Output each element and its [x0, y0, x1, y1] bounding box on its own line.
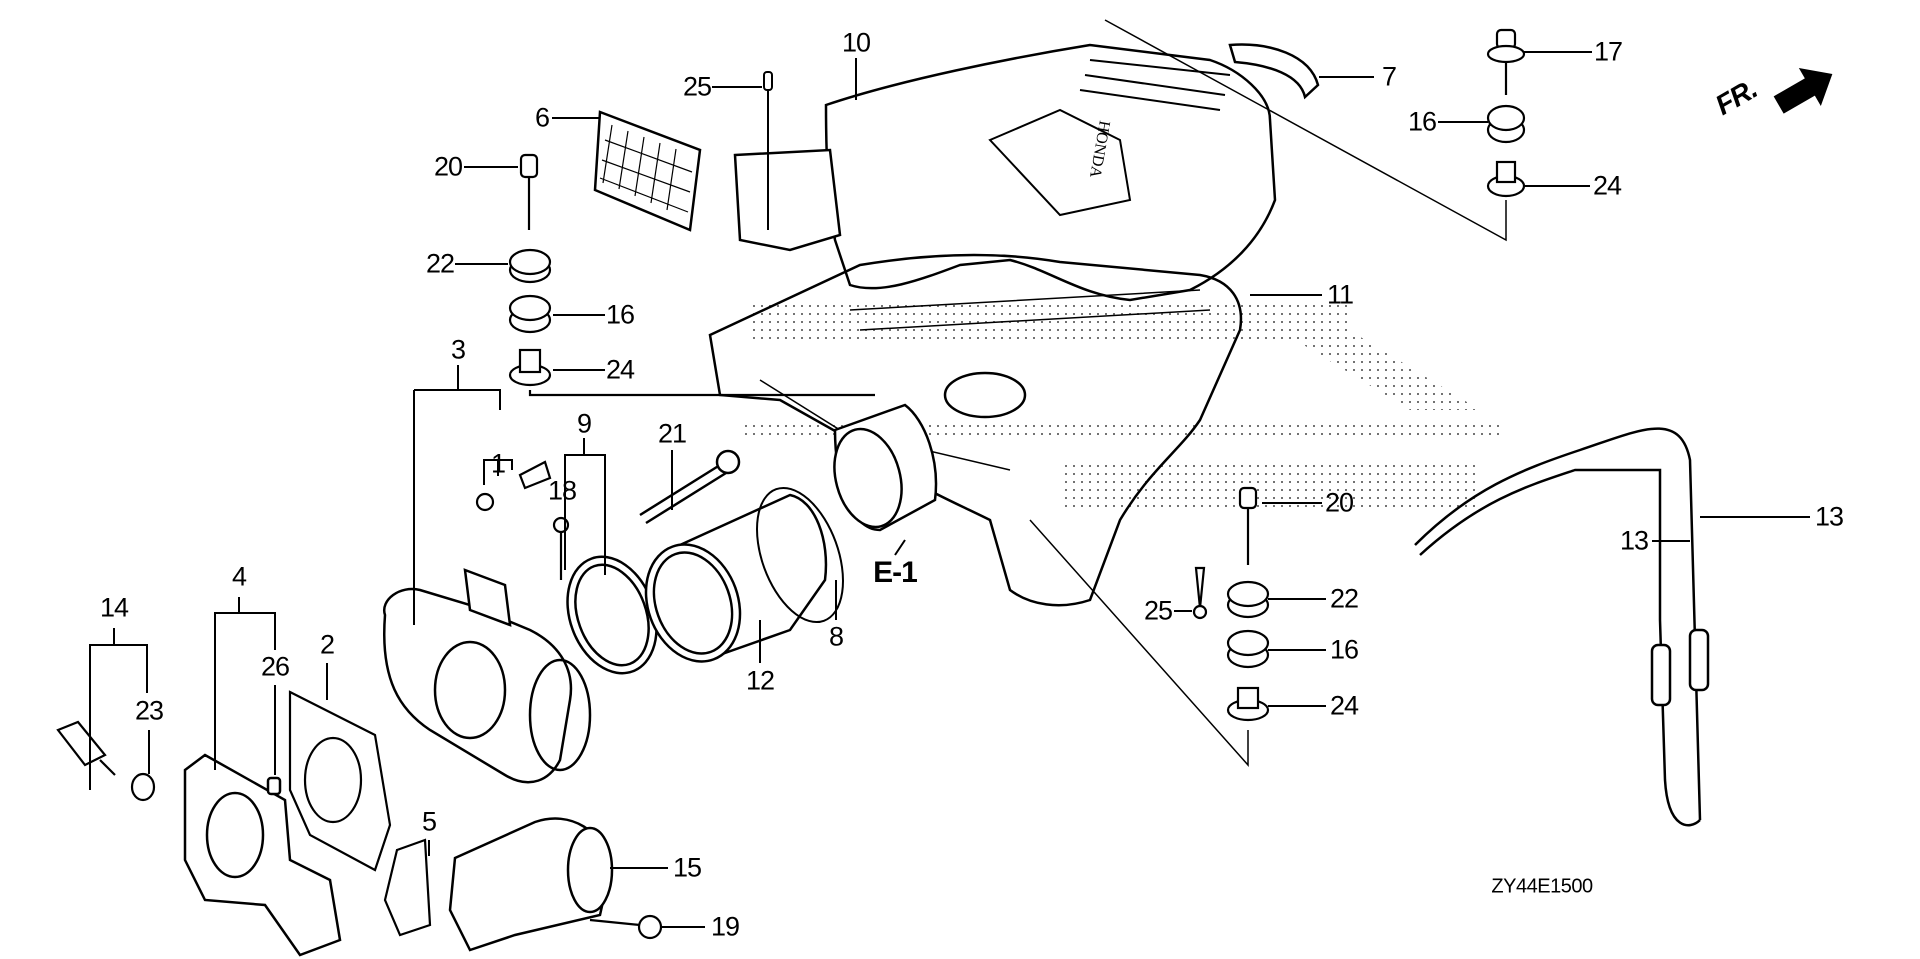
- callout-20-left[interactable]: 20: [433, 151, 463, 182]
- air-box-throat[interactable]: [824, 403, 938, 535]
- callout-7[interactable]: 7: [1381, 61, 1397, 92]
- callout-25-top[interactable]: 25: [682, 71, 712, 102]
- callout-17[interactable]: 17: [1593, 36, 1623, 67]
- callout-24-right-bottom[interactable]: 24: [1329, 690, 1359, 721]
- leader-lines: [89, 51, 1810, 928]
- intake-grille[interactable]: [593, 110, 702, 232]
- callout-22-right[interactable]: 22: [1329, 583, 1359, 614]
- mount-stack-left[interactable]: [508, 153, 875, 397]
- callout-26[interactable]: 26: [260, 651, 290, 682]
- callout-5[interactable]: 5: [421, 806, 437, 837]
- callout-4[interactable]: 4: [231, 561, 247, 592]
- callout-20-right[interactable]: 20: [1324, 487, 1354, 518]
- callout-18[interactable]: 18: [547, 475, 577, 506]
- callout-3[interactable]: 3: [450, 334, 466, 365]
- section-ref-e1[interactable]: E-1: [873, 556, 918, 589]
- throttle-spacer[interactable]: [183, 753, 342, 957]
- callout-25-bottom[interactable]: 25: [1143, 595, 1173, 626]
- callout-19[interactable]: 19: [710, 911, 740, 942]
- front-direction-arrow-icon: [1773, 67, 1833, 114]
- callout-9[interactable]: 9: [576, 408, 592, 439]
- callout-16-right-top[interactable]: 16: [1407, 106, 1437, 137]
- callout-1[interactable]: 1: [490, 448, 506, 479]
- callout-13-inner[interactable]: 13: [1619, 525, 1649, 556]
- callout-14[interactable]: 14: [99, 592, 129, 623]
- callout-12[interactable]: 12: [745, 665, 775, 696]
- callout-16-right-bottom[interactable]: 16: [1329, 634, 1359, 665]
- callout-23[interactable]: 23: [134, 695, 164, 726]
- callout-16-left[interactable]: 16: [605, 299, 635, 330]
- callout-15[interactable]: 15: [672, 852, 702, 883]
- temp-sensor-14[interactable]: [56, 720, 156, 802]
- callout-2[interactable]: 2: [319, 629, 335, 660]
- callout-24-right-top[interactable]: 24: [1592, 170, 1622, 201]
- screw-25-top[interactable]: [763, 71, 773, 230]
- watermark-dots: [740, 300, 1500, 510]
- intake-elbow-15[interactable]: [448, 817, 614, 952]
- elbow-gasket-5[interactable]: [383, 838, 432, 937]
- callout-21[interactable]: 21: [657, 418, 687, 449]
- bolt-19[interactable]: [589, 914, 663, 940]
- engine-cover[interactable]: HONDA: [733, 43, 1277, 302]
- cover-seal-strip[interactable]: [1228, 43, 1320, 100]
- callout-22-left[interactable]: 22: [425, 248, 455, 279]
- callout-24-left[interactable]: 24: [605, 354, 635, 385]
- callout-6[interactable]: 6: [534, 102, 550, 133]
- intake-duct[interactable]: [630, 493, 828, 675]
- throttle-cables[interactable]: [1414, 427, 1710, 827]
- mount-stack-right-top[interactable]: [1104, 19, 1526, 242]
- throttle-gasket[interactable]: [288, 690, 392, 872]
- mount-stack-right-bottom[interactable]: [1029, 486, 1270, 767]
- diagram-code: ZY44E1500: [1491, 875, 1593, 898]
- bolt-21[interactable]: [639, 449, 741, 525]
- callout-11[interactable]: 11: [1326, 279, 1354, 310]
- callout-8[interactable]: 8: [828, 621, 844, 652]
- idle-screw-1[interactable]: [475, 460, 552, 512]
- hose-clamp[interactable]: [740, 476, 859, 634]
- callout-10[interactable]: 10: [841, 27, 871, 58]
- throttle-body[interactable]: [383, 568, 592, 784]
- callout-13-outer[interactable]: 13: [1814, 501, 1844, 532]
